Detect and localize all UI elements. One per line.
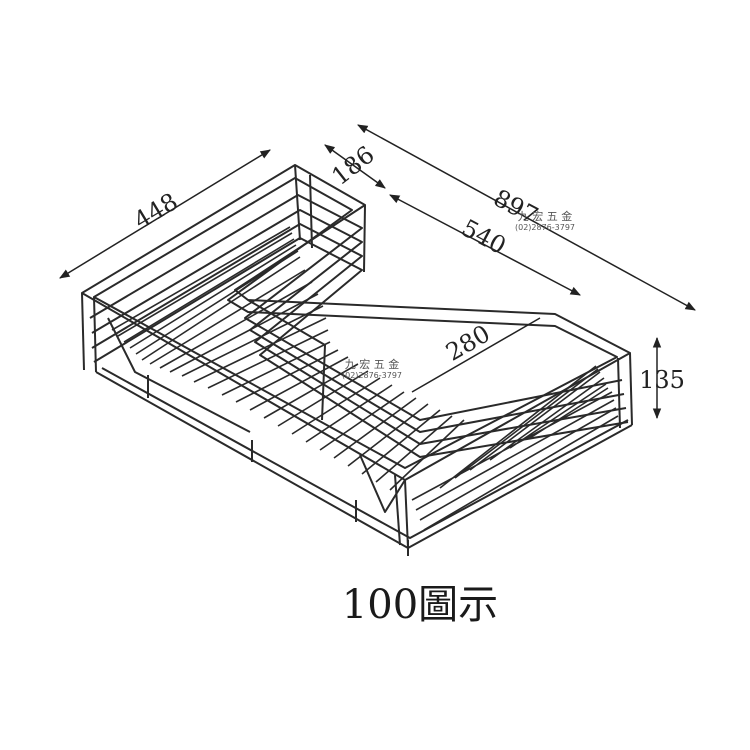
svg-text:(02)2876-3797: (02)2876-3797 — [342, 371, 402, 380]
floor-wires-right — [411, 365, 619, 531]
dim-label-448: 448 — [129, 187, 183, 235]
strut-front — [359, 454, 406, 513]
svg-text:九 宏 五 金: 九 宏 五 金 — [345, 357, 400, 371]
post-right-inner — [617, 357, 621, 429]
dim-label-135: 135 — [639, 366, 685, 394]
dim-line-280 — [411, 317, 541, 393]
post-notch — [363, 204, 366, 273]
dim-line-540 — [389, 194, 581, 296]
caption: 100圖示 — [342, 582, 498, 628]
post-back-2 — [309, 174, 313, 249]
dim-label-186: 186 — [326, 141, 379, 191]
top-rim-inner — [93, 177, 618, 469]
watermark-1: 九 宏 五 金 (02)2876-3797 — [515, 209, 575, 232]
dimension-lines — [59, 124, 696, 420]
floor-wires-main — [221, 341, 465, 491]
rim-line-2 — [91, 209, 625, 433]
watermark-2: 九 宏 五 金 (02)2876-3797 — [342, 357, 402, 380]
post-back — [294, 164, 301, 241]
strut-left — [107, 317, 251, 433]
svg-text:(02)2876-3797: (02)2876-3797 — [515, 223, 575, 232]
rim-line-4 — [93, 237, 629, 458]
post-front-2 — [394, 474, 401, 546]
post-left-inner — [93, 296, 97, 373]
post-front — [404, 479, 409, 549]
bottom-frame-2 — [101, 367, 629, 539]
post-left — [81, 292, 85, 371]
rim-line-3 — [91, 223, 627, 445]
dim-line-448 — [59, 149, 271, 279]
post-right — [629, 352, 633, 426]
dim-label-540: 540 — [457, 214, 511, 260]
svg-text:九 宏 五 金: 九 宏 五 金 — [518, 209, 573, 223]
